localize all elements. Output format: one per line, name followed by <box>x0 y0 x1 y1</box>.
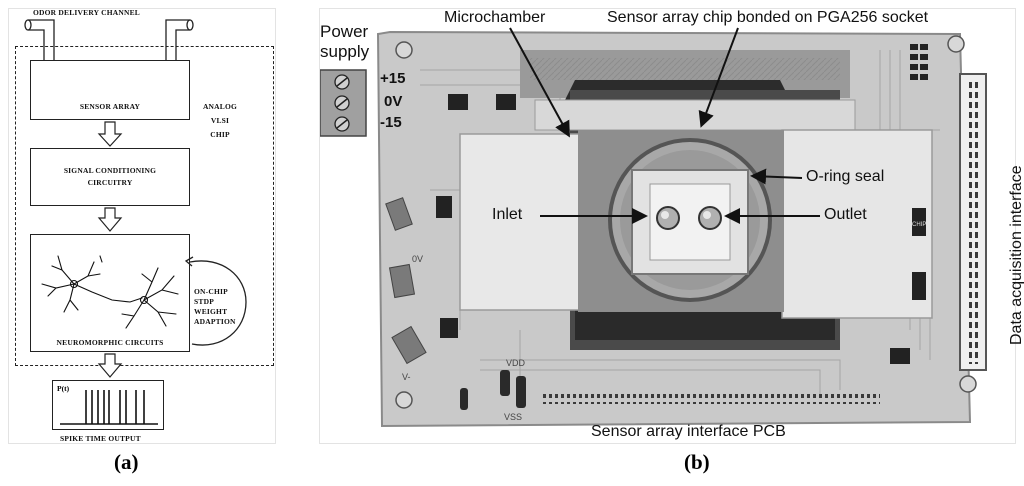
power-supply-line-2: supply <box>320 42 370 61</box>
silk-vdd: VDD <box>506 358 526 368</box>
arrow-down-3 <box>97 353 123 378</box>
analog-vlsi-chip-label: ANALOG VLSI CHIP <box>202 100 238 142</box>
chip-label-line-2: VLSI <box>210 116 230 125</box>
stdp-line-3: WEIGHT <box>194 307 228 316</box>
chip-boundary <box>15 46 274 366</box>
silk-0v: 0V <box>412 254 423 264</box>
pcb-label: Sensor array interface PCB <box>591 423 786 440</box>
sensor-array-box: SENSOR ARRAY <box>30 60 190 120</box>
silk-vneg: V- <box>402 372 411 382</box>
spike-time-output-label: SPIKE TIME OUTPUT <box>60 434 141 443</box>
signal-conditioning-line-1: SIGNAL CONDITIONING <box>63 166 157 175</box>
spike-train <box>60 390 158 425</box>
microchamber-frame <box>459 133 581 311</box>
terminal-label-minus15: -15 <box>380 114 402 131</box>
arrow-down-2 <box>97 207 123 232</box>
stdp-feedback-loop <box>184 256 247 346</box>
inlet-label: Inlet <box>492 206 523 223</box>
power-supply-line-1: Power <box>320 22 369 41</box>
signal-conditioning-line-2: CIRCUITRY <box>87 178 133 187</box>
flow-arrows <box>97 121 123 378</box>
o-ring-seal-label: O-ring seal <box>806 168 885 185</box>
p-t-label: P(t) <box>57 384 70 393</box>
silk-chip: CHIP <box>912 222 926 228</box>
spike-output-box <box>52 380 164 430</box>
pcb-photo: 0V VDD V- VSS CHIP <box>320 30 987 428</box>
sensor-array-label: SENSOR ARRAY <box>79 102 141 111</box>
sensor-chip-label: Sensor array chip bonded on PGA256 socke… <box>607 9 929 26</box>
stdp-label: ON-CHIP STDP WEIGHT ADAPTION <box>194 287 236 327</box>
neuromorphic-circuits-label: NEUROMORPHIC CIRCUITS <box>56 338 164 347</box>
stdp-line-1: ON-CHIP <box>194 287 228 296</box>
caption-b: (b) <box>684 450 710 474</box>
chip-label-line-3: CHIP <box>210 130 230 139</box>
microchamber-label: Microchamber <box>444 9 546 26</box>
neuromorphic-circuits-box: NEUROMORPHIC CIRCUITS <box>30 234 190 352</box>
stdp-line-4: ADAPTION <box>194 317 236 326</box>
neuron-drawing <box>41 255 179 329</box>
chip-label-line-1: ANALOG <box>202 102 238 111</box>
caption-a: (a) <box>114 450 139 474</box>
terminal-label-plus15: +15 <box>380 70 406 87</box>
arrow-down-1 <box>97 121 123 147</box>
data-acquisition-label: Data acquisition interface <box>1008 165 1024 345</box>
odor-delivery-channel-label: ODOR DELIVERY CHANNEL <box>33 8 141 17</box>
stdp-line-2: STDP <box>194 297 214 306</box>
outlet-label: Outlet <box>824 206 867 223</box>
power-supply-label: Power supply <box>320 22 369 62</box>
silk-vss: VSS <box>504 412 522 422</box>
annotation-arrows <box>509 27 820 224</box>
signal-conditioning-box: SIGNAL CONDITIONING CIRCUITRY <box>30 148 190 206</box>
terminal-label-0v: 0V <box>384 93 403 110</box>
